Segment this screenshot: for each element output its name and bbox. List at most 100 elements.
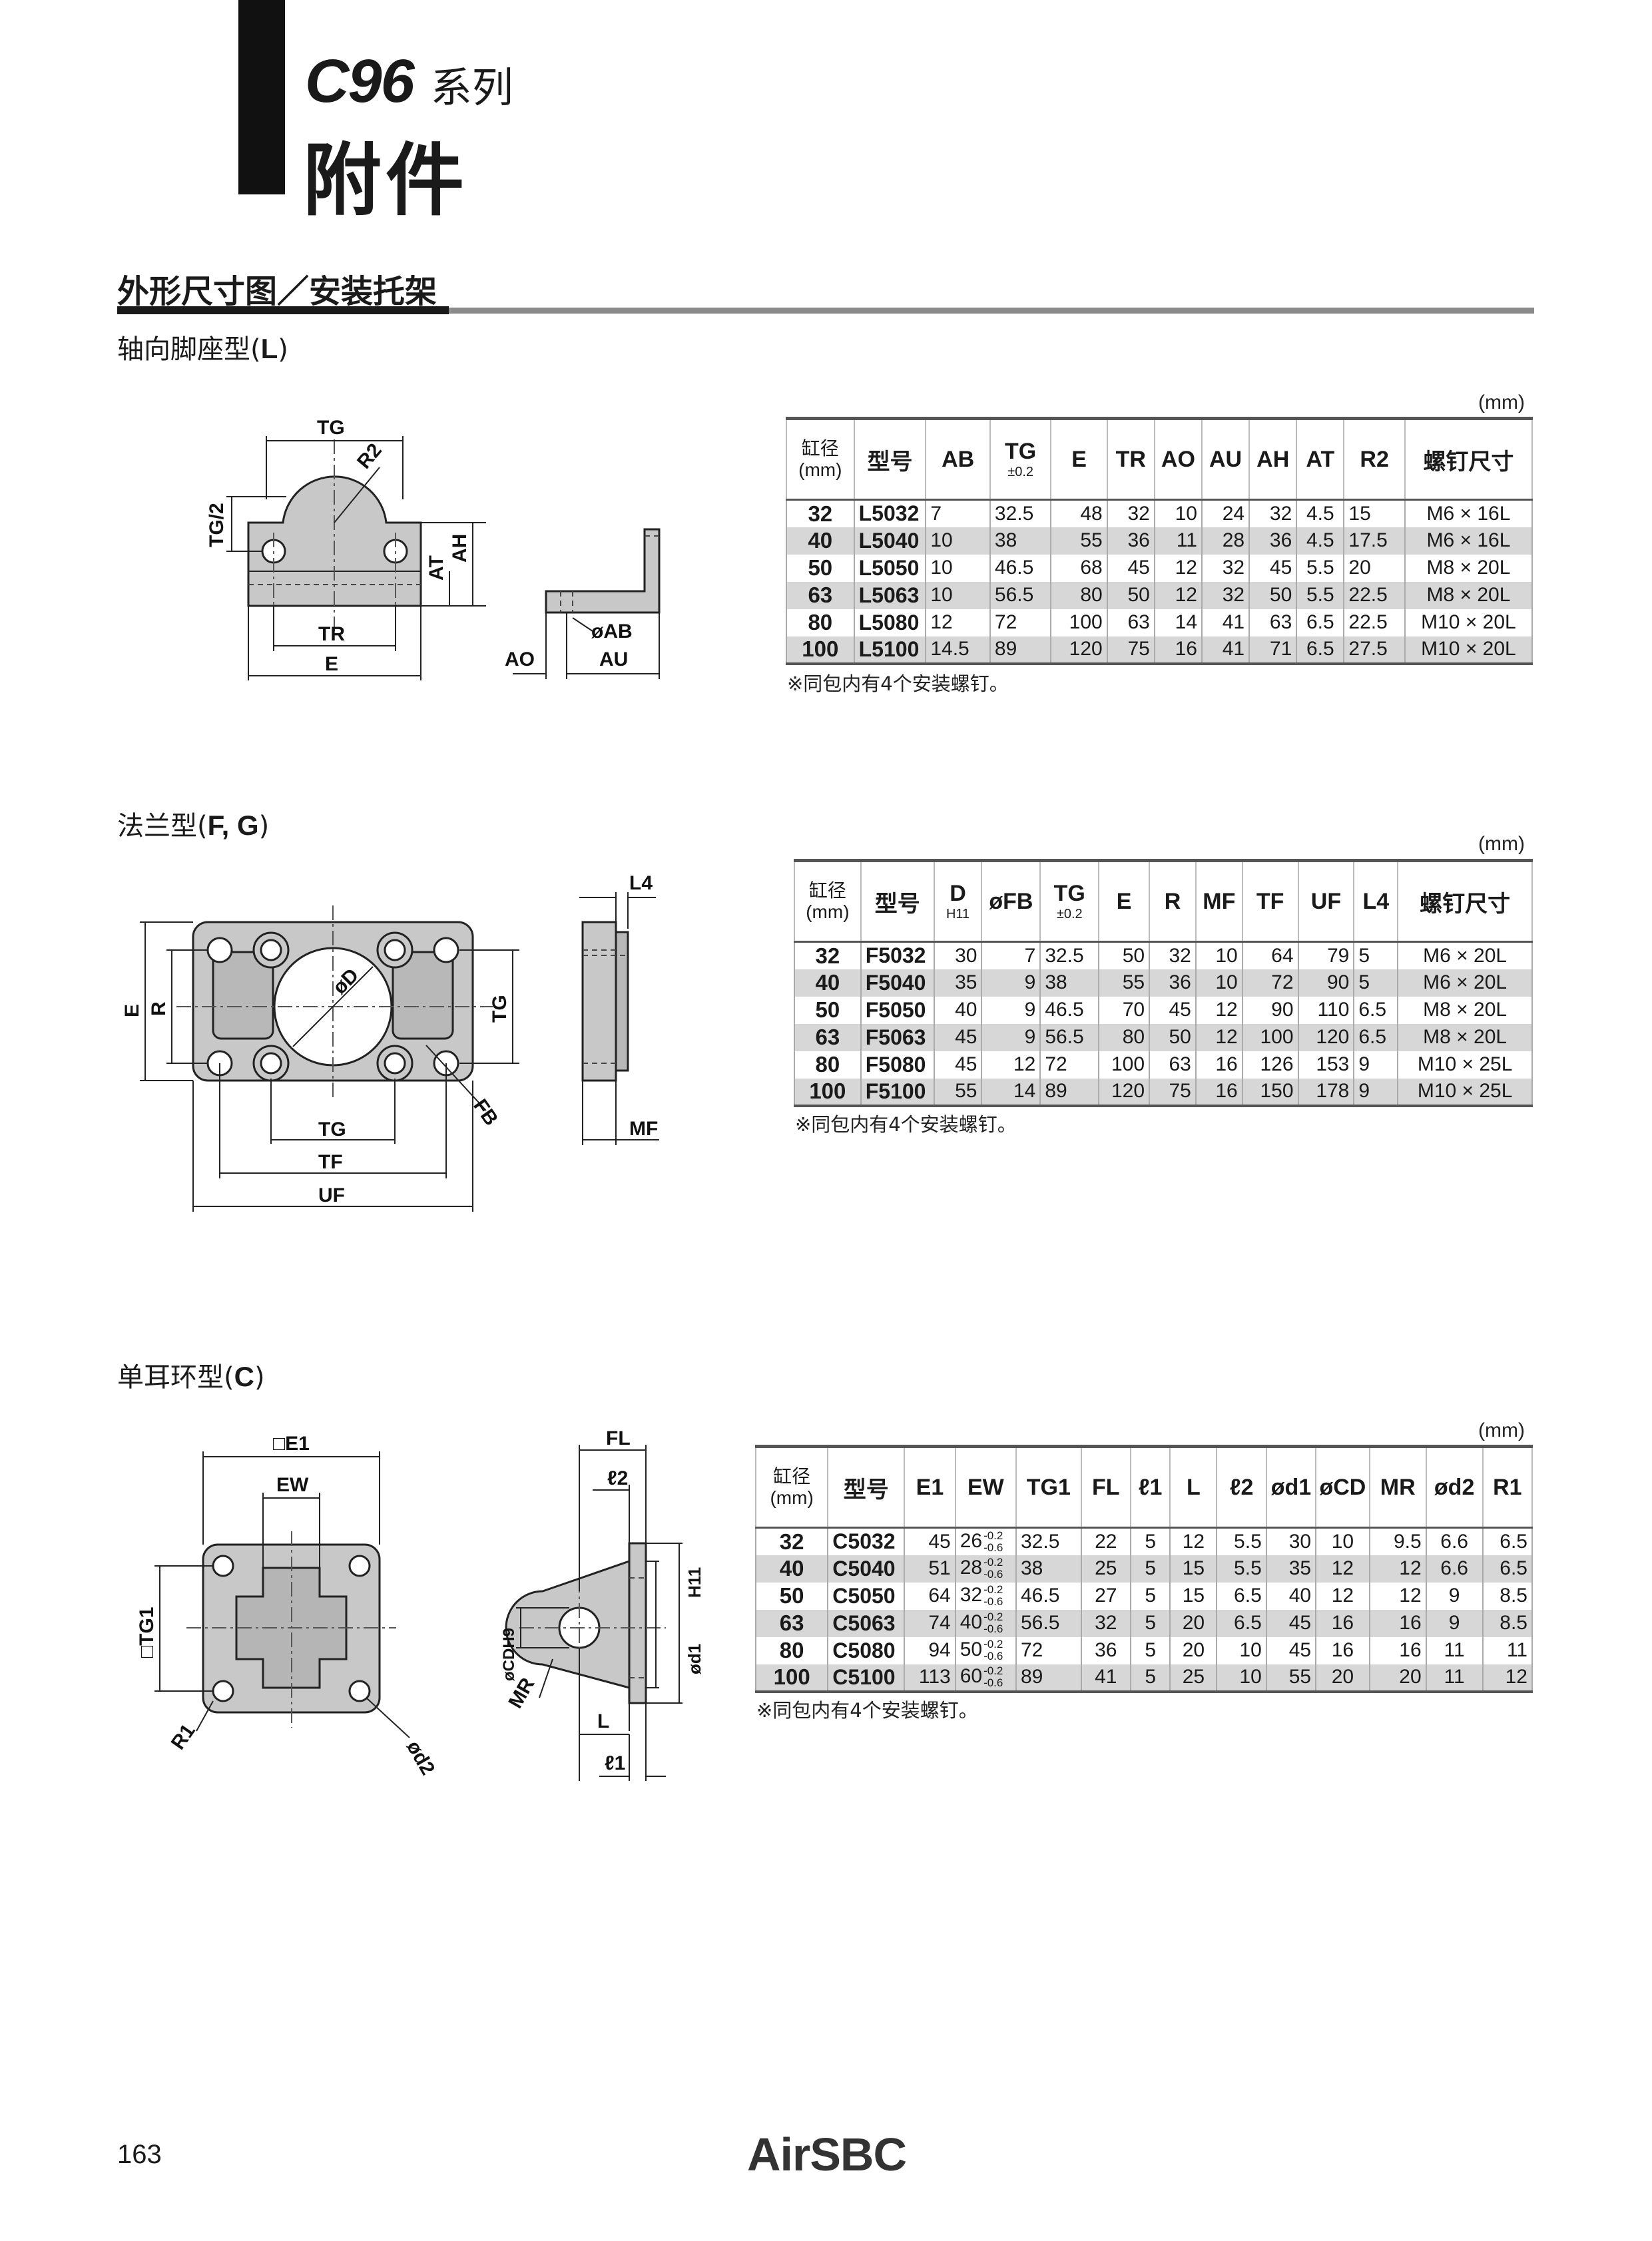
table-cell: 28-0.2-0.6	[954, 1555, 1017, 1583]
table-cell: 89	[989, 636, 1052, 664]
table-cell: C5100	[827, 1664, 906, 1692]
table-cell: 10	[1195, 969, 1243, 997]
table-cell: 8.5	[1482, 1582, 1533, 1610]
table-cell: C5050	[827, 1582, 906, 1610]
table-cell: C5032	[827, 1527, 906, 1555]
table-cell: M10 × 25L	[1397, 1051, 1533, 1079]
table-cell: F5050	[860, 996, 935, 1024]
table-cell: 9	[1353, 1051, 1399, 1079]
table-cell: M8 × 20L	[1397, 1023, 1533, 1051]
table-cell: 22.5	[1343, 609, 1406, 636]
table-cell: 12	[1195, 996, 1243, 1024]
title-text: 法兰型(	[117, 811, 208, 842]
table-cell: 27.5	[1343, 636, 1406, 664]
table-cell: 90	[1297, 969, 1355, 997]
table-cell: 51	[904, 1555, 956, 1583]
table-cell: F5100	[860, 1078, 935, 1106]
table-cell: 45	[1265, 1636, 1317, 1664]
label-e: E	[121, 1004, 143, 1017]
column-header: FL	[1080, 1446, 1131, 1528]
table-cell: 63	[754, 1609, 829, 1637]
table-cell: 16	[1368, 1636, 1427, 1664]
table-cell: 6.5	[1482, 1555, 1533, 1583]
table-cell: 6.5	[1482, 1527, 1533, 1555]
table-cell: 40	[786, 527, 855, 555]
title-code: F, G	[207, 810, 259, 841]
flange-drawing: øD E R TG FB TG TF UF L4 MF	[121, 872, 659, 1212]
flange-unit: (mm)	[1478, 833, 1525, 855]
table-cell: 38	[989, 527, 1052, 555]
section-title: 外形尺寸图／安装托架	[117, 273, 437, 310]
label-tg-bottom: TG	[318, 1119, 346, 1140]
column-header: TG1	[1015, 1446, 1082, 1528]
table-cell: L5032	[853, 499, 927, 527]
column-header: TF	[1241, 860, 1299, 942]
table-cell: 4.5	[1296, 499, 1345, 527]
table-cell: M8 × 20L	[1404, 554, 1533, 582]
column-header: UF	[1297, 860, 1355, 942]
table-cell: 11	[1425, 1664, 1484, 1692]
label-tf: TF	[318, 1151, 343, 1173]
table-cell: 32	[1201, 581, 1250, 609]
table-cell: 6.6	[1425, 1555, 1484, 1583]
table-cell: 75	[1106, 636, 1155, 664]
table-cell: 9	[1425, 1582, 1484, 1610]
label-r2: R2	[353, 439, 386, 473]
table-cell: 32	[1248, 499, 1298, 527]
table-cell: 20	[1315, 1664, 1370, 1692]
title-end: )	[254, 1362, 265, 1393]
table-cell: M10 × 20L	[1404, 609, 1533, 636]
label-tg1: □TG1	[136, 1607, 158, 1658]
table-cell: 38	[1039, 969, 1100, 997]
table-cell: 9	[981, 969, 1041, 997]
tolerance: -0.2-0.6	[983, 1529, 1003, 1554]
table-cell: 68	[1050, 554, 1108, 582]
column-header: L	[1169, 1446, 1218, 1528]
label-cd: øCDH9	[500, 1628, 518, 1681]
tolerance: -0.2-0.6	[983, 1664, 1003, 1690]
table-cell: 45	[904, 1527, 956, 1555]
label-mf: MF	[629, 1118, 658, 1140]
table-cell: 20	[1169, 1609, 1218, 1637]
label-fl: FL	[606, 1427, 631, 1449]
title-code: L	[260, 333, 278, 364]
label-au: AU	[599, 648, 628, 670]
table-cell: 5	[1353, 969, 1399, 997]
table-cell: 5.5	[1216, 1555, 1267, 1583]
table-cell: 10	[1153, 499, 1203, 527]
table-cell: 30	[933, 941, 983, 969]
table-cell: 6.5	[1216, 1609, 1267, 1637]
table-cell: 12	[1153, 554, 1203, 582]
label-tr: TR	[318, 623, 345, 645]
label-at: AT	[425, 555, 447, 581]
table-cell: 10	[1216, 1636, 1267, 1664]
table-cell: 50	[786, 554, 855, 582]
table-cell: 22.5	[1343, 581, 1406, 609]
column-header: EW	[954, 1446, 1017, 1528]
table-cell: 89	[1039, 1078, 1100, 1106]
table-cell: L5100	[853, 636, 927, 664]
clevis-drawing: □E1 EW □TG1 R1 ød2 FL ℓ2 øCDH9 H11 ød1 M…	[136, 1427, 704, 1781]
table-cell: 40	[794, 969, 862, 997]
column-header: 螺钉尺寸	[1397, 860, 1533, 942]
table-cell: 6.5	[1353, 1023, 1399, 1051]
page-number: 163	[117, 2140, 162, 2169]
table-cell: 126	[1241, 1051, 1299, 1079]
title-code: C	[234, 1361, 254, 1392]
label-l: L	[597, 1710, 609, 1732]
table-cell: 10	[1195, 941, 1243, 969]
table-cell: 90	[1241, 996, 1299, 1024]
label-ao: AO	[505, 648, 535, 670]
table-cell: 30	[1265, 1527, 1317, 1555]
table-cell: 11	[1425, 1636, 1484, 1664]
table-cell: 80	[1098, 1023, 1151, 1051]
table-cell: L5063	[853, 581, 927, 609]
table-cell: 12	[981, 1051, 1041, 1079]
table-cell: 45	[933, 1051, 983, 1079]
table-cell: 36	[1106, 527, 1155, 555]
